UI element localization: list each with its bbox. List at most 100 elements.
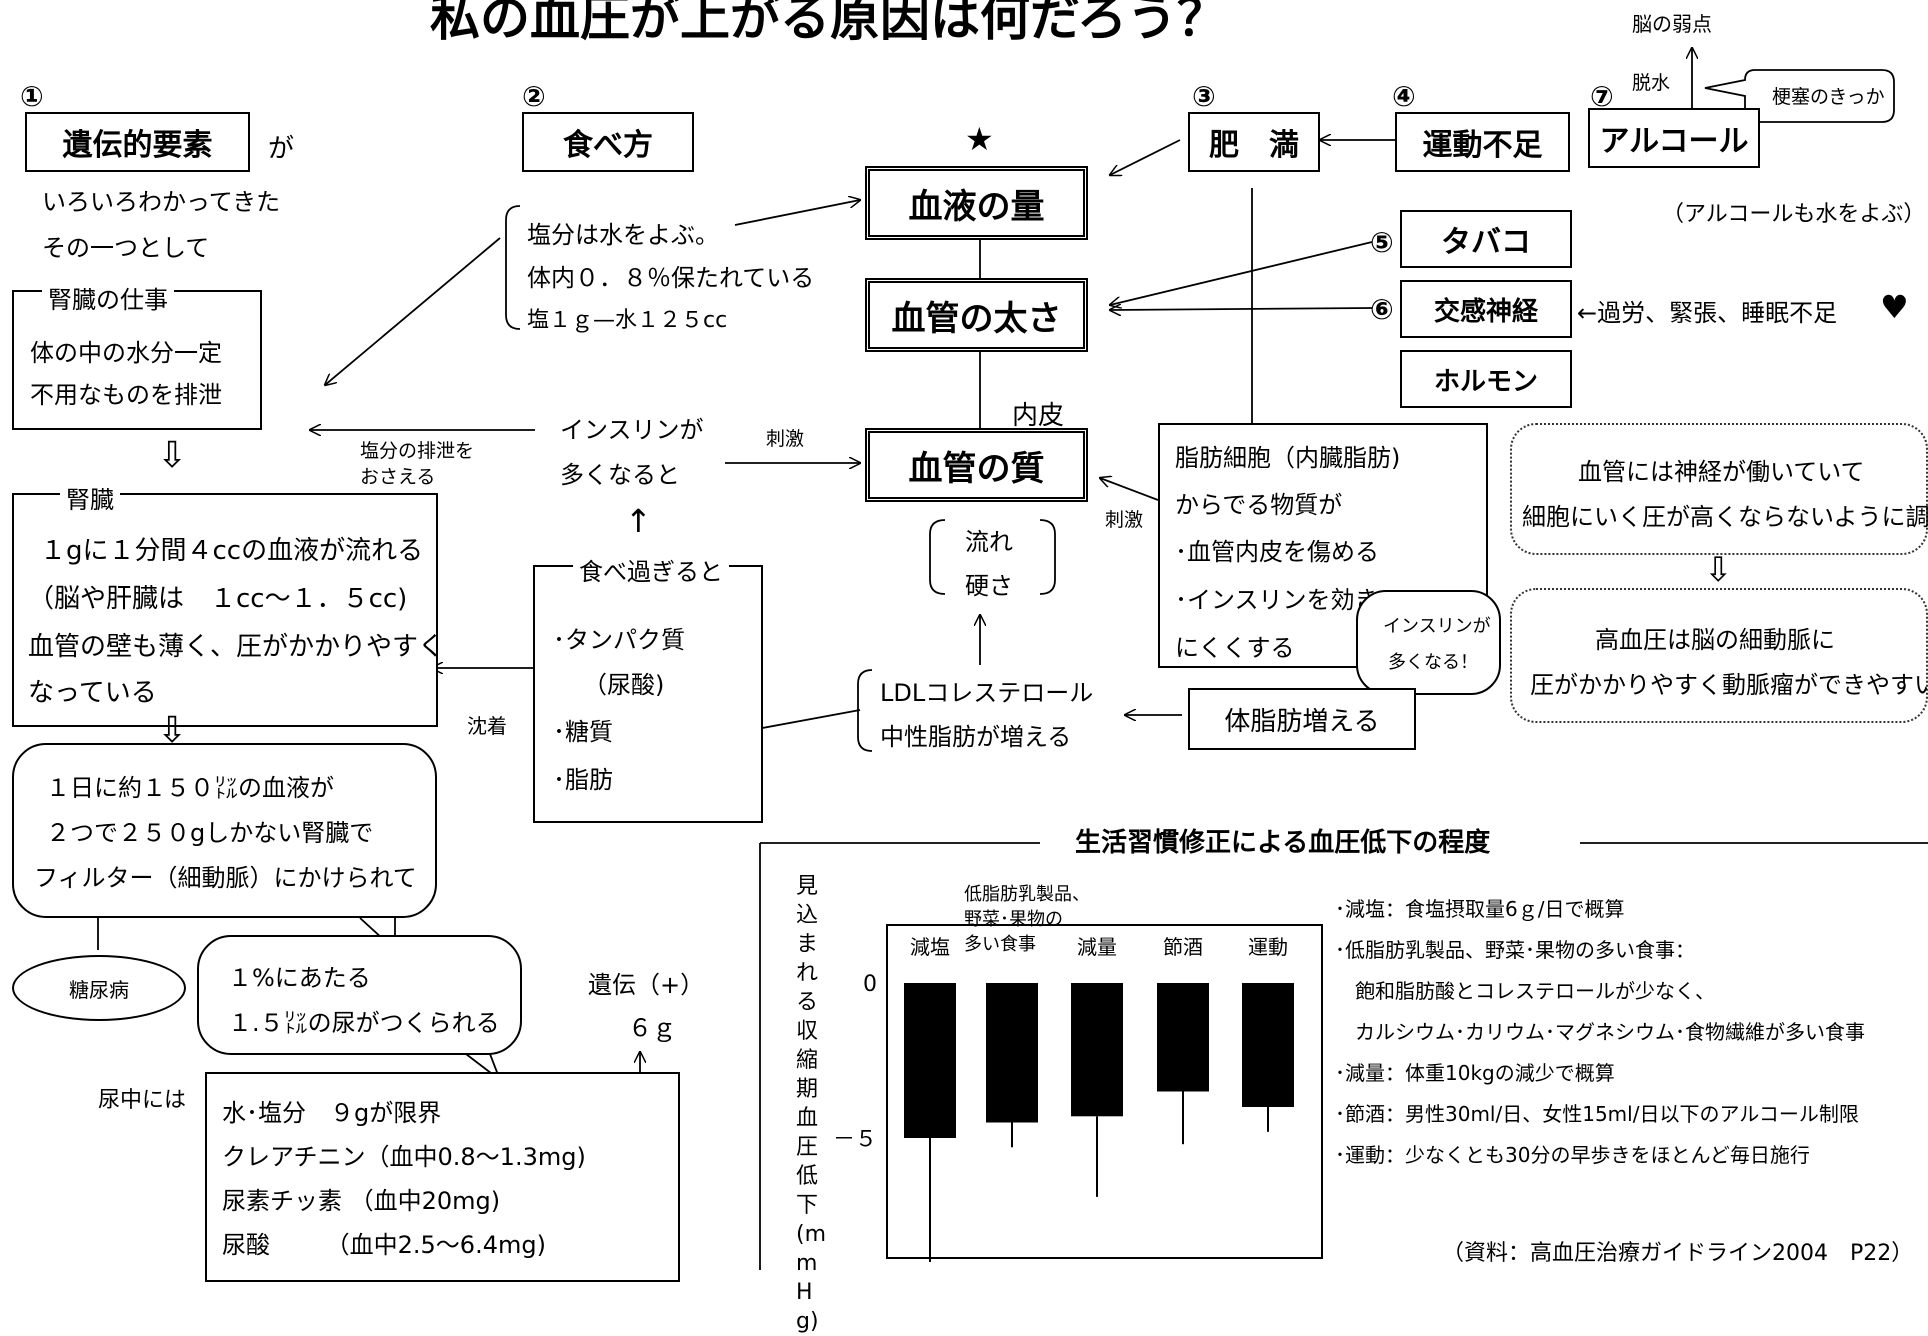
chart-note: ･運動：少なくとも30分の早歩きをほとんど毎日施行 (1335, 1143, 1810, 1167)
insulin-bubble (1356, 590, 1501, 695)
chart-ylabel: 見込まれる収縮期血圧低下(mmHg) (796, 874, 827, 1334)
stimulus-label: 刺激 (766, 428, 805, 450)
genetic-factor-label: 遺伝的要素 (62, 128, 213, 163)
chart-note: カルシウム･カリウム･マグネシウム･食物繊維が多い食事 (1335, 1020, 1865, 1044)
ldl-line1: LDLコレステロール (880, 679, 1094, 707)
x-category-label: 低脂肪乳製品、 (964, 884, 1090, 905)
urine-line1: 水･塩分 ９gが限界 (222, 1099, 442, 1127)
overeat-sugar: ･糖質 (553, 718, 613, 746)
y-tick-label: 0 (863, 972, 877, 997)
kidney-work-title: 腎臓の仕事 (42, 280, 174, 315)
insulin-bubble-line1: インスリンが (1383, 616, 1491, 637)
vessel-width-box: 血管の太さ (865, 278, 1088, 352)
urine-label: 尿中には (98, 1088, 187, 1113)
chart-bar (1242, 983, 1294, 1107)
brain-line2: 圧がかかりやすく動脈瘤ができやすい (1530, 671, 1928, 699)
kidney-line4: なっている (28, 678, 157, 708)
salt-excrete-line2: おさえる (360, 466, 436, 488)
kidney-line1: １gに１分間４ccの血液が流れる (40, 536, 424, 566)
page-title: 私の血圧が上がる原因は何だろう？ (430, 0, 1227, 47)
sympathetic-box: 交感神経 (1400, 280, 1572, 338)
diabetes-label: 糖尿病 (69, 977, 129, 1002)
bar-chart: 0－５減塩低脂肪乳製品、野菜･果物の多い食事減量節酒運動 (833, 884, 1323, 1262)
fat-increase-label: 体脂肪増える (1224, 706, 1380, 737)
overeating-box (533, 565, 763, 823)
connector-lines (0, 0, 1928, 1270)
overeating-title: 食べ過ぎると (573, 552, 729, 587)
dehydration-label: 脱水 (1632, 72, 1671, 94)
brain-note-box (1510, 588, 1928, 723)
stress-label: ←過労、緊張、睡眠不足 (1577, 299, 1838, 327)
obesity-box: 肥 満 (1188, 112, 1320, 172)
obesity-label: 肥 満 (1209, 128, 1299, 163)
bubble1-line1: １日に約１５０㍑の血液が (46, 774, 334, 802)
bubble1-line3: フィルター（細動脈）にかけられて (34, 864, 417, 892)
urine-line2: クレアチニン（血中0.8～1.3mg) (222, 1143, 586, 1171)
insulin-bubble-line2: 多くなる！ (1388, 652, 1478, 673)
salt-line1: 塩分は水をよぶ。 (527, 221, 719, 249)
nerve-line1: 血管には神経が働いていて (1578, 458, 1865, 486)
x-category-label: 節酒 (1163, 935, 1203, 959)
fat-line3: ･血管内皮を傷める (1175, 538, 1379, 566)
endothelium-label: 内皮 (1012, 401, 1065, 431)
deposition-label: 沈着 (467, 714, 507, 738)
marker-5: ⑤ (1370, 226, 1394, 259)
chart-bar (904, 983, 956, 1138)
eating-label: 食べ方 (563, 128, 653, 163)
fat-line1: 脂肪細胞（内臓脂肪) (1175, 444, 1401, 472)
x-category-label: 減塩 (910, 935, 950, 959)
genetic-factor-box: 遺伝的要素 (25, 112, 250, 172)
x-category-label: 運動 (1248, 935, 1288, 959)
heart-icon: ♥ (1880, 288, 1909, 326)
eating-box: 食べ方 (522, 112, 694, 172)
heredity-line2: ６ｇ (628, 1014, 676, 1042)
chart-title: 生活習慣修正による血圧低下の程度 (1075, 828, 1491, 858)
marker-3: ③ (1192, 80, 1216, 113)
marker-7: ⑦ (1590, 80, 1614, 113)
overeat-protein: ･タンパク質 (553, 626, 685, 654)
genetic-sub2: その一つとして (42, 234, 210, 262)
kidney-box (12, 493, 438, 727)
brain-weak-label: 脳の弱点 (1632, 12, 1712, 36)
up-arrow-icon: ↑ (625, 502, 652, 540)
overeat-uric-acid: （尿酸) (583, 671, 665, 699)
tobacco-label: タバコ (1441, 225, 1531, 260)
marker-2: ② (522, 80, 546, 113)
blood-volume-box: 血液の量 (865, 166, 1088, 240)
chart-note: ･減量：体重10kgの減少で概算 (1335, 1061, 1615, 1085)
fat-line2: からでる物質が (1175, 491, 1343, 519)
chart-note: ･低脂肪乳製品、野菜･果物の多い食事： (1335, 938, 1695, 962)
overeat-fat: ･脂肪 (553, 766, 613, 794)
chart-bar (1071, 983, 1123, 1117)
nerve-line2: 細胞にいく圧が高くならないように調節 (1522, 503, 1928, 531)
x-category-label: 多い食事 (964, 934, 1036, 955)
vessel-quality-box: 血管の質 (865, 428, 1088, 502)
urine-line4: 尿酸 （血中2.5～6.4mg) (222, 1231, 546, 1259)
hormone-box: ホルモン (1400, 350, 1572, 408)
alcohol-label: アルコール (1599, 124, 1749, 159)
lack-exercise-box: 運動不足 (1395, 112, 1570, 172)
brain-line1: 高血圧は脳の細動脈に (1595, 626, 1835, 654)
urine-line3: 尿素チッ素 （血中20mg) (222, 1187, 501, 1215)
kidney-title: 腎臓 (60, 480, 120, 515)
star-icon: ★ (965, 120, 994, 158)
down-arrow-icon-3: ⇩ (1704, 550, 1733, 590)
marker-1: ① (20, 80, 44, 113)
speech-bubble-urine (197, 935, 522, 1055)
urine-box (205, 1072, 680, 1282)
hormone-label: ホルモン (1433, 366, 1538, 397)
chart-note: ･節酒：男性30ml/日、女性15ml/日以下のアルコール制限 (1335, 1102, 1859, 1126)
ldl-line2: 中性脂肪が増える (880, 723, 1072, 751)
chart-bar (1157, 983, 1209, 1092)
alcohol-note: （アルコールも水をよぶ） (1662, 202, 1926, 227)
flow-label: 流れ (965, 528, 1013, 556)
genetic-ga: が (268, 134, 295, 164)
marker-4: ④ (1392, 80, 1416, 113)
genetic-sub1: いろいろわかってきた (42, 188, 281, 216)
insulin-line1: インスリンが (560, 416, 704, 444)
kidney-work-line1: 体の中の水分一定 (30, 339, 222, 367)
bubble1-line2: ２つで２５０gしかない腎臓で (46, 819, 374, 847)
fat-increase-box: 体脂肪増える (1188, 688, 1416, 750)
chart-bar (986, 983, 1038, 1123)
infarction-label: 梗塞のきっか (1772, 86, 1885, 108)
